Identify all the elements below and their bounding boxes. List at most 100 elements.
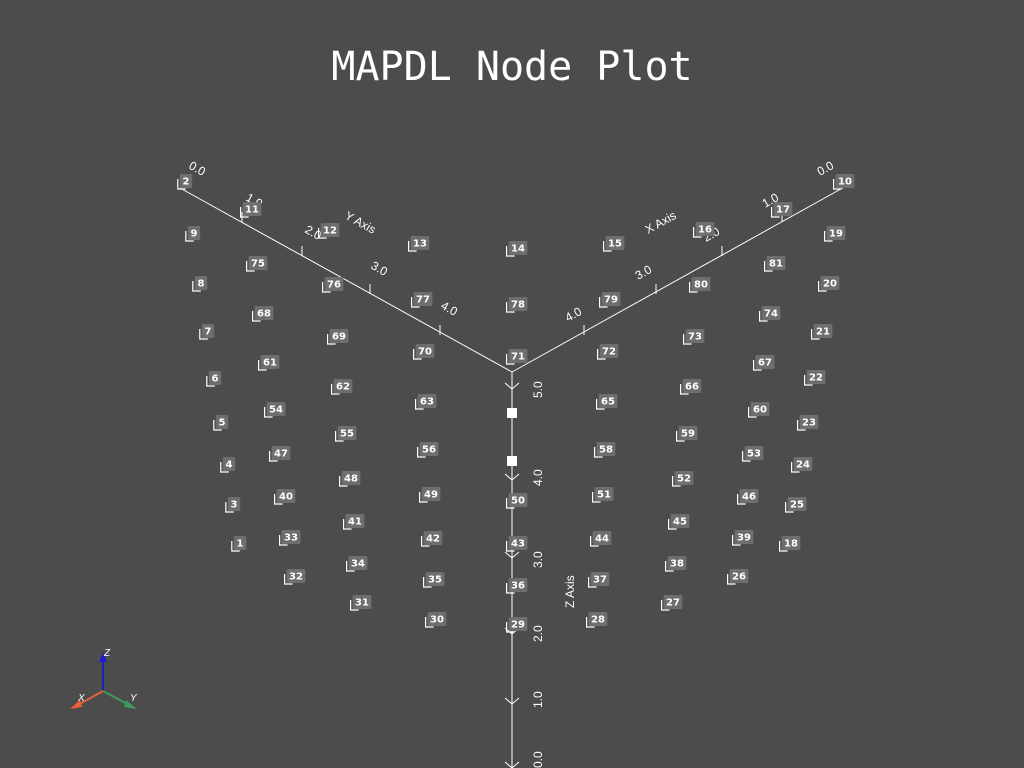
- node-label-box: [596, 442, 616, 456]
- node-label-box: [806, 370, 826, 384]
- node-marker: [771, 207, 780, 218]
- node-marker: [284, 574, 293, 585]
- node-label: 73: [683, 329, 705, 345]
- node-label-box: [592, 531, 612, 545]
- node-marker: [727, 574, 736, 585]
- node-marker: [683, 334, 692, 345]
- x-axis-tick-4: 4.0: [563, 304, 585, 324]
- z-axis-tick-0: 0.0: [531, 751, 545, 768]
- node-label-box: [233, 536, 247, 550]
- node-label-box: [413, 292, 433, 306]
- node-id-text: 35: [428, 575, 442, 586]
- node-label-box: [739, 489, 759, 503]
- node-marker: [213, 420, 222, 431]
- node-marker: [269, 451, 278, 462]
- node-id-text: 32: [289, 572, 303, 583]
- node-label: 23: [797, 415, 819, 431]
- node-label-box: [750, 402, 770, 416]
- node-label: 66: [680, 379, 702, 395]
- node-label: 3: [225, 497, 241, 513]
- node-marker: [415, 399, 424, 410]
- node-id-text: 41: [348, 517, 362, 528]
- node-id-text: 3: [231, 500, 238, 511]
- node-marker: [506, 498, 515, 509]
- node-id-text: 70: [418, 347, 432, 358]
- node-marker: [192, 281, 201, 292]
- node-label: 6: [206, 371, 222, 387]
- node-label: 76: [322, 277, 344, 293]
- node-marker: [408, 241, 417, 252]
- node-label-box: [266, 402, 286, 416]
- node-marker: [785, 502, 794, 513]
- node-label: 49: [419, 487, 441, 503]
- node-label-box: [320, 223, 340, 237]
- node-marker: [804, 375, 813, 386]
- node-marker: [343, 519, 352, 530]
- node-label: 10: [833, 174, 855, 190]
- node-label-box: [248, 256, 268, 270]
- node-label: 53: [742, 446, 764, 462]
- z-axis-tick-1: 1.0: [531, 691, 545, 708]
- node-id-text: 68: [257, 309, 271, 320]
- node-label-box: [826, 226, 846, 240]
- node-id-text: 75: [251, 259, 265, 270]
- node-label: 26: [727, 569, 749, 585]
- node-id-text: 6: [212, 374, 219, 385]
- node-label: 14: [506, 241, 528, 257]
- node-label-box: [208, 371, 222, 385]
- node-label-box: [260, 355, 280, 369]
- node-id-text: 38: [670, 559, 684, 570]
- node-marker: [231, 541, 240, 552]
- node-id-text: 74: [764, 309, 778, 320]
- node-marker: [346, 561, 355, 572]
- node-id-text: 19: [829, 229, 843, 240]
- node-label: 1: [231, 536, 247, 552]
- node-label: 22: [804, 370, 826, 386]
- node-label-box: [276, 489, 296, 503]
- node-marker: [318, 228, 327, 239]
- node-label-box: [599, 344, 619, 358]
- node-label: 37: [588, 572, 610, 588]
- node-label: 9: [185, 226, 201, 242]
- z-axis-marker: [507, 456, 517, 466]
- node-label-box: [508, 349, 528, 363]
- node-label: 74: [759, 306, 781, 322]
- node-id-text: 13: [413, 239, 427, 250]
- node-marker: [732, 535, 741, 546]
- node-label-box: [415, 344, 435, 358]
- node-label-box: [729, 569, 749, 583]
- node-marker: [592, 492, 601, 503]
- node-marker: [594, 447, 603, 458]
- node-marker: [742, 451, 751, 462]
- node-marker: [264, 407, 273, 418]
- node-id-text: 55: [340, 429, 354, 440]
- node-id-text: 4: [226, 460, 233, 471]
- node-id-text: 65: [601, 397, 615, 408]
- node-id-text: 31: [355, 598, 369, 609]
- node-label: 32: [284, 569, 306, 585]
- node-label-box: [601, 292, 621, 306]
- z-axis-marker: [507, 408, 517, 418]
- node-id-text: 73: [688, 332, 702, 343]
- node-label-box: [508, 617, 528, 631]
- node-label-box: [835, 174, 855, 188]
- node-id-text: 81: [769, 259, 783, 270]
- node-label-box: [682, 379, 702, 393]
- node-marker: [665, 561, 674, 572]
- node-label: 11: [240, 202, 262, 218]
- node-id-text: 80: [694, 280, 708, 291]
- node-id-text: 9: [191, 229, 198, 240]
- node-id-text: 23: [802, 418, 816, 429]
- node-label-box: [670, 514, 690, 528]
- node-label: 46: [737, 489, 759, 505]
- node-label-box: [410, 236, 430, 250]
- node-label-box: [799, 415, 819, 429]
- node-id-text: 45: [673, 517, 687, 528]
- node-id-text: 1: [237, 539, 244, 550]
- node-label: 24: [791, 457, 813, 473]
- node-label-box: [508, 297, 528, 311]
- node-id-text: 7: [205, 327, 212, 338]
- node-label: 15: [603, 236, 625, 252]
